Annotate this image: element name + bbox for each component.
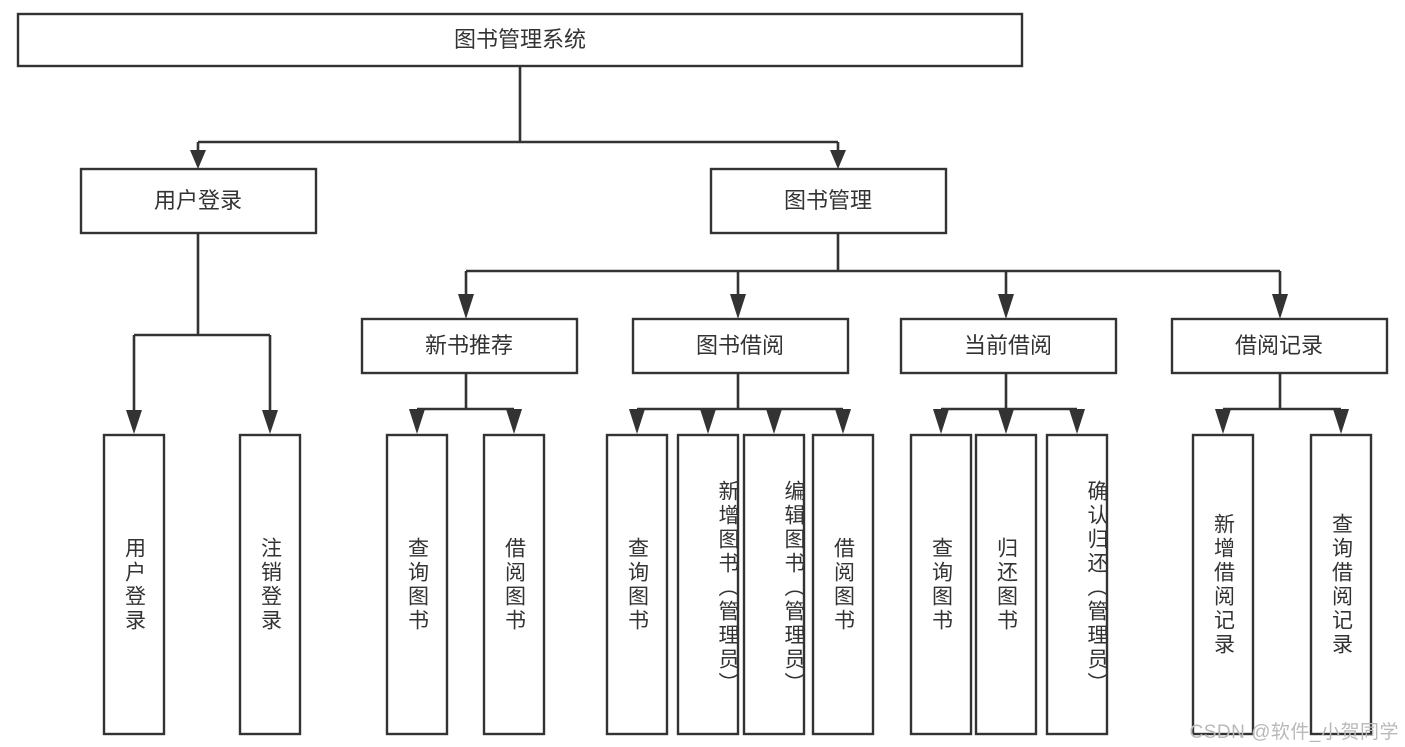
arrow-head-login (190, 150, 206, 169)
node-leaf-cur-1[interactable] (909, 433, 973, 736)
arrow-head-records (1272, 294, 1288, 319)
arrow-head-leaf-new-2 (506, 409, 522, 434)
csdn-watermark: CSDN @软件_小贺同学 (1189, 722, 1399, 743)
arrow-head-leaf-rec-1 (1215, 409, 1231, 434)
arrow-head-leaf-login-2 (262, 410, 278, 434)
node-current[interactable] (899, 317, 1118, 375)
connector-group-records (1215, 373, 1349, 434)
node-leaf-new-1[interactable] (385, 433, 449, 736)
connector-group-current (933, 373, 1085, 434)
arrow-head-leaf-cur-1 (933, 409, 949, 434)
node-root-label: 图书管理系统 (454, 27, 586, 52)
arrow-head-leaf-borrow-1 (629, 409, 645, 434)
arrow-head-newbook (458, 294, 474, 319)
node-leaf-rec-1[interactable] (1191, 433, 1255, 736)
node-bookmgmt-label: 图书管理 (784, 188, 872, 213)
node-root[interactable] (16, 12, 1024, 68)
connector-group-borrow (629, 373, 851, 434)
node-leaf-login-1[interactable] (102, 433, 166, 736)
arrow-head-current (998, 294, 1014, 319)
arrow-head-leaf-new-1 (409, 409, 425, 434)
node-leaf-cur-3[interactable] (1045, 433, 1109, 736)
node-newbook-label: 新书推荐 (425, 333, 513, 358)
node-login-label: 用户登录 (154, 188, 242, 213)
arrow-head-leaf-borrow-2 (700, 409, 716, 434)
node-leaf-borrow-1[interactable] (605, 433, 669, 736)
node-records[interactable] (1170, 317, 1389, 375)
node-bookmgmt[interactable] (709, 167, 948, 235)
node-borrow[interactable] (631, 317, 850, 375)
node-borrow-label: 图书借阅 (696, 333, 784, 358)
node-current-label: 当前借阅 (964, 333, 1052, 358)
node-records-label: 借阅记录 (1235, 333, 1323, 358)
node-leaf-login-2[interactable] (238, 433, 302, 736)
arrow-head-leaf-login-1 (126, 410, 142, 434)
node-login[interactable] (79, 167, 318, 235)
node-leaf-borrow-2[interactable] (676, 433, 740, 736)
arrow-head-leaf-cur-2 (998, 409, 1014, 434)
connector-group-bookmgmt (458, 233, 1288, 319)
arrow-head-leaf-borrow-3 (766, 409, 782, 434)
arrow-head-leaf-borrow-4 (835, 409, 851, 434)
arrow-head-leaf-rec-2 (1333, 409, 1349, 434)
node-leaf-borrow-4[interactable] (811, 433, 875, 736)
connector-group-login (126, 233, 278, 434)
arrow-head-leaf-cur-3 (1069, 409, 1085, 434)
connector-group-root (190, 66, 846, 169)
node-leaf-cur-2[interactable] (974, 433, 1038, 736)
arrow-head-borrow (730, 294, 746, 319)
connector-group-newbook (409, 373, 522, 434)
arrow-head-bookmgmt (830, 150, 846, 169)
node-leaf-borrow-3[interactable] (742, 433, 806, 736)
node-leaf-new-2[interactable] (482, 433, 546, 736)
node-newbook[interactable] (360, 317, 579, 375)
node-leaf-rec-2[interactable] (1309, 433, 1373, 736)
